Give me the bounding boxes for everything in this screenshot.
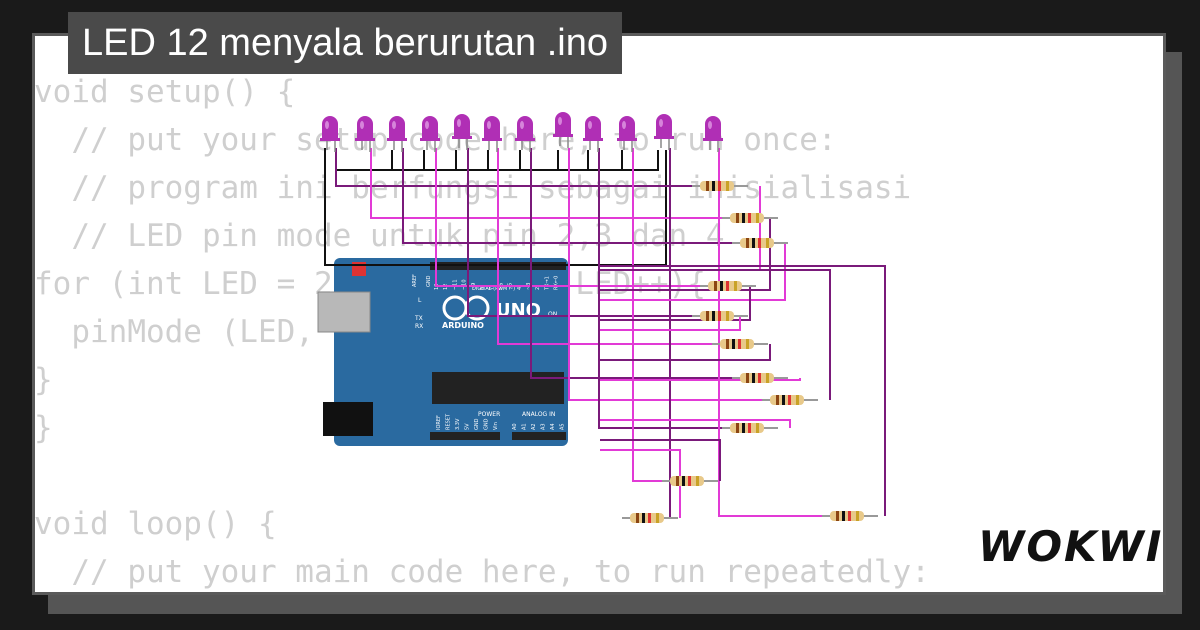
pin-label: 5V xyxy=(465,423,471,430)
resistor[interactable] xyxy=(700,281,756,291)
board-name-logo: UNO xyxy=(496,300,541,321)
power-header-label: POWER xyxy=(478,411,500,418)
led[interactable] xyxy=(320,116,340,152)
resistors xyxy=(622,181,878,523)
led[interactable] xyxy=(617,116,637,152)
pin-label: A5 xyxy=(560,423,566,430)
on-label: ON xyxy=(548,311,557,318)
usb-port xyxy=(317,291,371,333)
resistor[interactable] xyxy=(712,339,768,349)
infinity-logo-right xyxy=(464,295,490,321)
resistor[interactable] xyxy=(732,238,788,248)
board-brand-text: ARDUINO xyxy=(442,321,484,330)
pin-label: Vin xyxy=(493,422,499,430)
pin-label: RESET xyxy=(446,413,452,430)
led[interactable] xyxy=(583,116,603,152)
resistor[interactable] xyxy=(722,213,778,223)
led[interactable] xyxy=(387,116,407,152)
pin-label: GND xyxy=(484,418,490,430)
microcontroller-chip xyxy=(432,372,564,404)
pin-label: 2 xyxy=(535,287,541,290)
led[interactable] xyxy=(654,114,674,150)
pin-label: A2 xyxy=(531,423,537,430)
arduino-uno-board[interactable]: UNO ARDUINO DIGITAL (PWM ~) POWER ANALOG… xyxy=(317,258,568,446)
pin-label: GND xyxy=(474,418,480,430)
wires xyxy=(324,148,886,519)
power-jack xyxy=(323,402,373,436)
led[interactable] xyxy=(355,116,375,152)
tx-label: TX xyxy=(414,315,423,322)
aref-label: AREF xyxy=(412,274,418,287)
led[interactable] xyxy=(482,116,502,152)
pin-label: ~10 xyxy=(462,279,468,290)
analog-header xyxy=(512,432,566,440)
led[interactable] xyxy=(420,116,440,152)
resistor[interactable] xyxy=(692,311,748,321)
led[interactable] xyxy=(452,114,472,150)
leds xyxy=(320,112,723,152)
led[interactable] xyxy=(515,116,535,152)
rx-label: RX xyxy=(415,323,423,330)
resistor[interactable] xyxy=(692,181,748,191)
pin-label: RX←0 xyxy=(554,276,560,290)
led-l-label: L xyxy=(418,297,422,304)
led[interactable] xyxy=(703,116,723,152)
pin-label: 3.3V xyxy=(455,418,461,430)
analog-header-label: ANALOG IN xyxy=(522,411,555,418)
page-title: LED 12 menyala berurutan .ino xyxy=(68,12,622,74)
resistor[interactable] xyxy=(662,476,718,486)
power-header xyxy=(430,432,500,440)
resistor[interactable] xyxy=(732,373,788,383)
led[interactable] xyxy=(553,112,573,148)
pin-label: A0 xyxy=(512,423,518,430)
resistor[interactable] xyxy=(762,395,818,405)
wokwi-logo: WOKWI xyxy=(978,522,1164,571)
pin-label: A3 xyxy=(541,423,547,430)
pin-label: A1 xyxy=(522,423,528,430)
resistor[interactable] xyxy=(822,511,878,521)
pin-label: IOREF xyxy=(436,415,442,430)
gnd-label: GND xyxy=(426,275,432,287)
pin-label: TX→1 xyxy=(544,276,550,291)
pin-label: A4 xyxy=(550,423,556,430)
digital-header-label: DIGITAL (PWM ~) xyxy=(472,286,515,292)
resistor[interactable] xyxy=(722,423,778,433)
pin-label: ~11 xyxy=(452,279,458,290)
pin-label: 7 xyxy=(489,287,495,290)
pin-label: 4 xyxy=(517,287,523,290)
pin-label: 8 xyxy=(480,287,486,290)
resistor[interactable] xyxy=(622,513,678,523)
